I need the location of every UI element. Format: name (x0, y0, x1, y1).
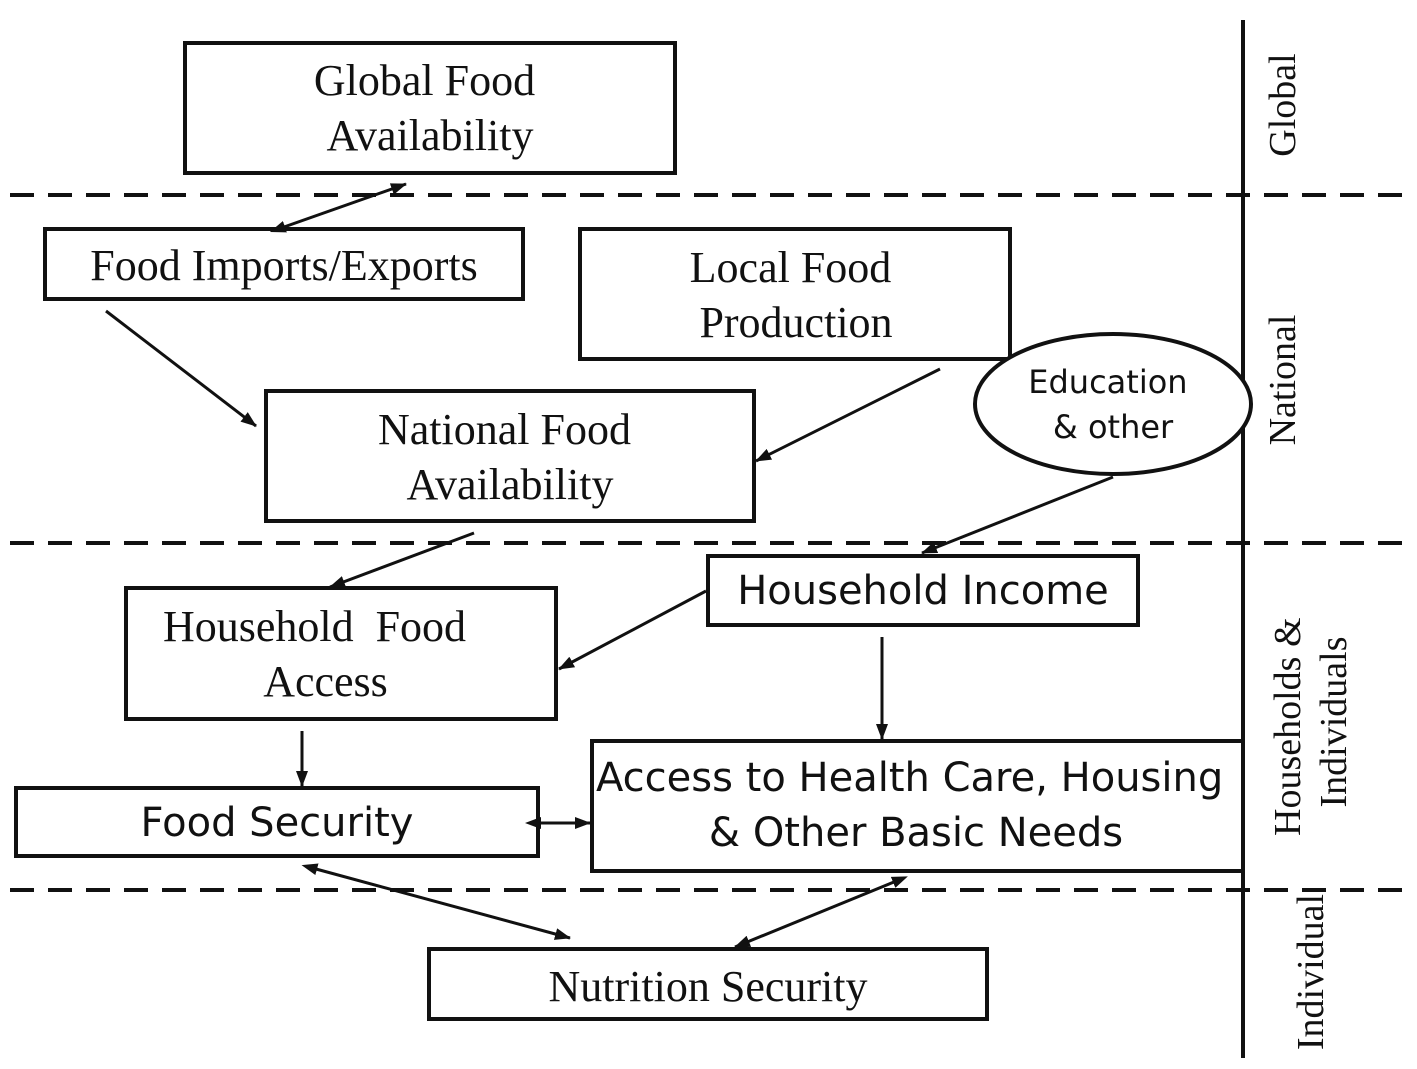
svg-text:Households & Individuals: Households & Individuals (1267, 608, 1355, 836)
arrow-imports-national (105, 309, 257, 428)
household-food-access-box (124, 586, 558, 721)
svg-text:Access to Health Care, Housing: Access to Health Care, Housing & Other B… (596, 755, 1236, 856)
level-label-national: National (1262, 315, 1304, 446)
food-imports-exports-box (43, 227, 525, 301)
household-income-label: Household Income (737, 568, 1109, 614)
svg-text:Household Food Access: Household Food Access (0, 0, 521, 706)
arrow-national-household-access (329, 531, 475, 589)
food-security-label: Food Security (141, 800, 414, 846)
svg-text:National Food Availability: National Food Availability (378, 405, 642, 509)
level-label-households-line-1: Households & (1267, 618, 1309, 837)
svg-text:Food Imports/Exports: Food Imports/Exports (90, 241, 477, 290)
arrow-education-income (921, 475, 1114, 555)
household-food-access-line-2: Access (263, 657, 388, 706)
national-food-line-2: Availability (407, 460, 614, 509)
imports-exports-label: Food Imports/Exports (90, 241, 477, 290)
svg-text:Nutrition Security: Nutrition Security (549, 962, 868, 1011)
global-food-line-2: Availability (327, 111, 534, 160)
arrow-health-care-nutrition (734, 876, 908, 949)
arrow-global-imports (269, 182, 407, 233)
nutrition-security-label: Nutrition Security (549, 962, 868, 1011)
nutrition-security-box (427, 947, 989, 1021)
svg-text:Global Food Availability: Global Food Availability (314, 56, 546, 160)
svg-text:Education & other: Education & other (1028, 363, 1197, 446)
global-food-line-1: Global Food (314, 56, 535, 105)
education-line-2: & other (1053, 408, 1174, 446)
national-food-availability-box (264, 389, 756, 523)
arrow-local-national (755, 367, 941, 463)
svg-text:Food Security: Food Security (141, 800, 414, 846)
health-care-line-2: & Other Basic Needs (709, 810, 1123, 856)
education-other-ellipse (973, 332, 1253, 476)
arrow-food-security-nutrition (301, 863, 571, 940)
level-label-households-line-2: Individuals (1313, 637, 1355, 808)
local-production-line-1: Local Food (690, 243, 892, 292)
level-label-global: Global (1262, 53, 1304, 156)
level-label-individual: Individual (1290, 894, 1332, 1050)
health-care-housing-box (590, 739, 1245, 873)
household-income-box (706, 554, 1140, 627)
svg-text:Household Income: Household Income (737, 568, 1109, 614)
svg-text:Local Food Production: Local Food Production (690, 243, 903, 347)
education-line-1: Education (1028, 363, 1187, 401)
national-food-line-1: National Food (378, 405, 631, 454)
global-food-availability-box (183, 41, 677, 175)
local-food-production-box (578, 227, 1012, 361)
health-care-line-1: Access to Health Care, Housing (596, 755, 1223, 801)
arrow-income-household-access (558, 589, 707, 671)
local-production-line-2: Production (699, 298, 892, 347)
household-food-access-line-1: Household Food (163, 602, 466, 651)
food-security-box (14, 786, 540, 858)
